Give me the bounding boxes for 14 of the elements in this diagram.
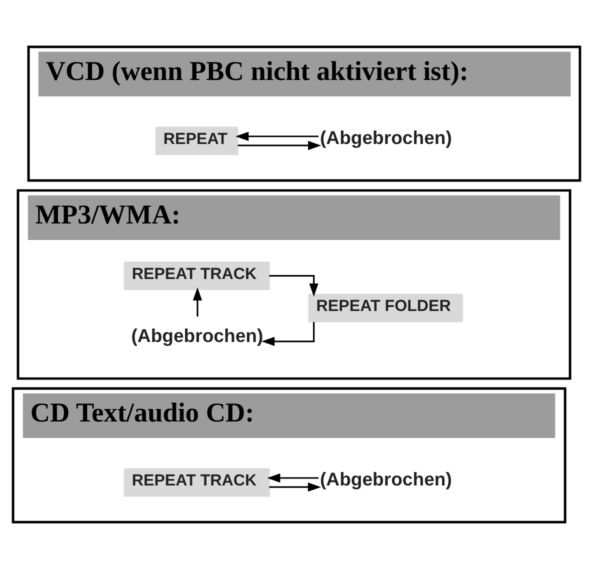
arrow — [235, 131, 319, 140]
node-box: REPEAT TRACK — [124, 468, 270, 496]
arrow — [192, 286, 202, 316]
arrow — [261, 322, 315, 346]
node-text: (Abgebrochen) — [320, 126, 452, 148]
arrow — [269, 274, 318, 296]
node-box: REPEAT TRACK — [124, 261, 270, 290]
arrow — [238, 140, 322, 150]
node-text: (Abgebrochen) — [131, 324, 264, 346]
arrow — [267, 472, 319, 482]
node-box: REPEAT FOLDER — [308, 293, 463, 322]
arrow — [269, 482, 322, 492]
node-text: (Abgebrochen) — [320, 468, 452, 490]
node-box: REPEAT — [155, 126, 238, 155]
